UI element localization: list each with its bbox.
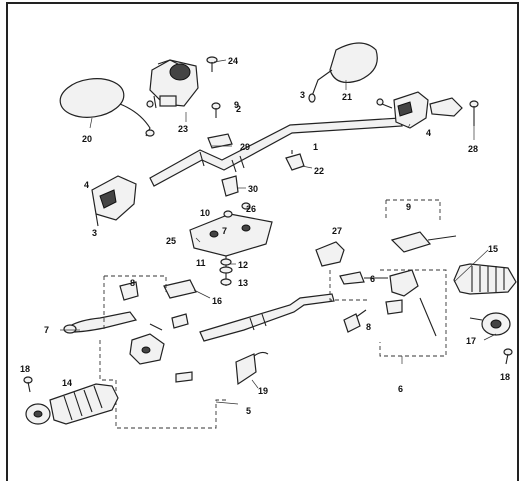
callout-14: 14: [62, 378, 72, 388]
right-switch: [376, 91, 463, 129]
callout-7: 7: [44, 325, 49, 335]
left-mirror: [59, 78, 155, 137]
callout-11: 11: [196, 258, 206, 268]
callout-27: 27: [332, 226, 342, 236]
lever-bracket: [315, 241, 345, 267]
callout-3b: 3: [92, 228, 97, 238]
callout-labels: 1 2 3 3 4 4 5 6 6 7 7 8 8 9 9 10 11 12 1…: [20, 56, 510, 416]
callout-6: 6: [398, 384, 403, 394]
callout-29: 29: [240, 142, 250, 152]
callout-8: 8: [366, 322, 371, 332]
callout-24: 24: [228, 56, 238, 66]
callout-1: 1: [313, 142, 318, 152]
callout-17: 17: [466, 336, 476, 346]
clamp-plate: [189, 202, 273, 257]
diagram-frame: [6, 2, 519, 481]
right-lever: [385, 199, 457, 253]
callout-5: 5: [246, 406, 251, 416]
callout-26: 26: [246, 204, 256, 214]
callout-13: 13: [238, 278, 248, 288]
callout-9b: 9: [406, 202, 411, 212]
callout-16: 16: [212, 296, 222, 306]
callout-9: 9: [234, 100, 239, 110]
callout-15: 15: [488, 244, 498, 254]
callout-4: 4: [426, 128, 431, 138]
right-grip: [453, 263, 517, 295]
callout-18-right: 18: [500, 372, 510, 382]
callout-25: 25: [166, 236, 176, 246]
upper-holder: [207, 102, 239, 197]
callout-28: 28: [468, 144, 478, 154]
clamp-22: [285, 150, 305, 171]
callout-30: 30: [248, 184, 258, 194]
left-grip: [49, 383, 119, 425]
callout-4b: 4: [84, 180, 89, 190]
nut-stack: [219, 256, 233, 286]
left-switch: [91, 175, 137, 227]
left-lever: [63, 275, 269, 429]
callout-10: 10: [200, 208, 210, 218]
callout-19: 19: [258, 386, 268, 396]
bar-end-left: [25, 403, 51, 425]
callout-3: 3: [300, 90, 305, 100]
screw-18-right: [503, 348, 513, 365]
callout-20: 20: [82, 134, 92, 144]
callout-22: 22: [314, 166, 324, 176]
screw-28: [469, 100, 479, 126]
callout-21: 21: [342, 92, 352, 102]
screw-18-left: [23, 376, 33, 393]
callout-12: 12: [238, 260, 248, 270]
callout-2: 2: [236, 104, 241, 114]
callout-8b: 8: [130, 278, 135, 288]
right-mirror: [308, 42, 378, 103]
throttle-housing: [329, 269, 447, 357]
master-cylinder: [146, 59, 199, 109]
bolt: [206, 56, 218, 72]
callout-23: 23: [178, 124, 188, 134]
callout-7b: 7: [222, 226, 227, 236]
callout-6b: 6: [370, 274, 375, 284]
lower-handlebar: [199, 293, 335, 342]
handlebar: [149, 117, 403, 187]
leader-lines: [60, 59, 497, 405]
bar-end-17: [469, 312, 511, 336]
callout-18-left: 18: [20, 364, 30, 374]
